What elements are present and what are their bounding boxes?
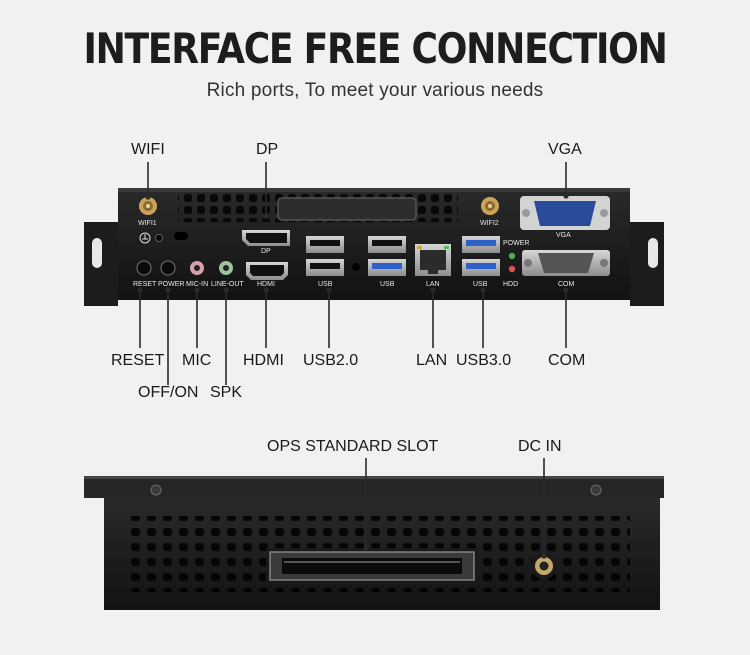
- leader-lines-rear: [139, 162, 567, 385]
- line-out-jack: [219, 261, 233, 275]
- panel-label-com: COM: [558, 281, 575, 288]
- panel-label-wifi1: WIFI1: [138, 220, 157, 227]
- power-button: [160, 260, 176, 276]
- side-panel-figure: [84, 476, 664, 610]
- panel-label-line-out: LINE-OUT: [211, 281, 244, 288]
- callout-mic: MIC: [182, 352, 212, 369]
- panel-label-dp: DP: [261, 248, 271, 255]
- callout-dc-in: DC IN: [518, 438, 562, 455]
- com-port: [522, 250, 610, 276]
- hdd-led: [508, 265, 516, 273]
- wifi1-connector: [139, 197, 157, 215]
- callout-usb2: USB2.0: [303, 352, 359, 369]
- callout-reset: RESET: [111, 352, 165, 369]
- leader-lines-side: [365, 458, 545, 556]
- callout-ops-slot: OPS STANDARD SLOT: [267, 438, 439, 455]
- panel-label-usb-c: USB: [473, 281, 488, 288]
- panel-label-lan: LAN: [426, 281, 440, 288]
- displayport-port: [242, 230, 290, 246]
- wifi2-connector: [481, 197, 499, 215]
- callout-vga: VGA: [548, 141, 582, 158]
- usb-ports-middle: [368, 236, 406, 276]
- ground-icon: [139, 232, 163, 244]
- dc-in-jack: [531, 553, 557, 579]
- ops-slot: [266, 548, 478, 584]
- callout-dp: DP: [256, 141, 279, 158]
- panel-label-mic-in: MIC-IN: [186, 281, 209, 288]
- callout-com: COM: [548, 352, 586, 369]
- panel-label-wifi2: WIFI2: [480, 220, 499, 227]
- headline: INTERFACE FREE CONNECTION: [83, 24, 667, 73]
- usb3-ports: [462, 236, 500, 276]
- callout-usb3: USB3.0: [456, 352, 512, 369]
- pin-hole: [174, 232, 188, 240]
- panel-label-power: POWER: [158, 281, 185, 288]
- power-led: [508, 252, 516, 260]
- mounting-ear-left: [84, 222, 118, 306]
- callout-spk: SPK: [210, 384, 243, 401]
- mic-in-jack: [190, 261, 204, 275]
- usb2-ports: [306, 236, 360, 276]
- lan-port: [415, 244, 451, 276]
- panel-label-reset: RESET: [133, 281, 157, 288]
- panel-label-usb-b: USB: [380, 281, 395, 288]
- callout-off-on: OFF/ON: [138, 384, 199, 401]
- mounting-ear-right: [630, 222, 664, 306]
- reset-button: [136, 260, 152, 276]
- panel-label-hdd-led: HDD: [503, 281, 519, 288]
- callout-hdmi: HDMI: [243, 352, 284, 369]
- panel-label-vga: VGA: [556, 232, 571, 239]
- hdmi-port: [246, 262, 288, 280]
- panel-label-usb-a: USB: [318, 281, 333, 288]
- callout-wifi: WIFI: [131, 141, 165, 158]
- callout-lan: LAN: [416, 352, 448, 369]
- panel-label-hdmi: HDMI: [257, 281, 275, 288]
- subline: Rich ports, To meet your various needs: [206, 80, 544, 101]
- vga-port: [520, 196, 610, 230]
- panel-label-power-led: POWER: [503, 240, 530, 247]
